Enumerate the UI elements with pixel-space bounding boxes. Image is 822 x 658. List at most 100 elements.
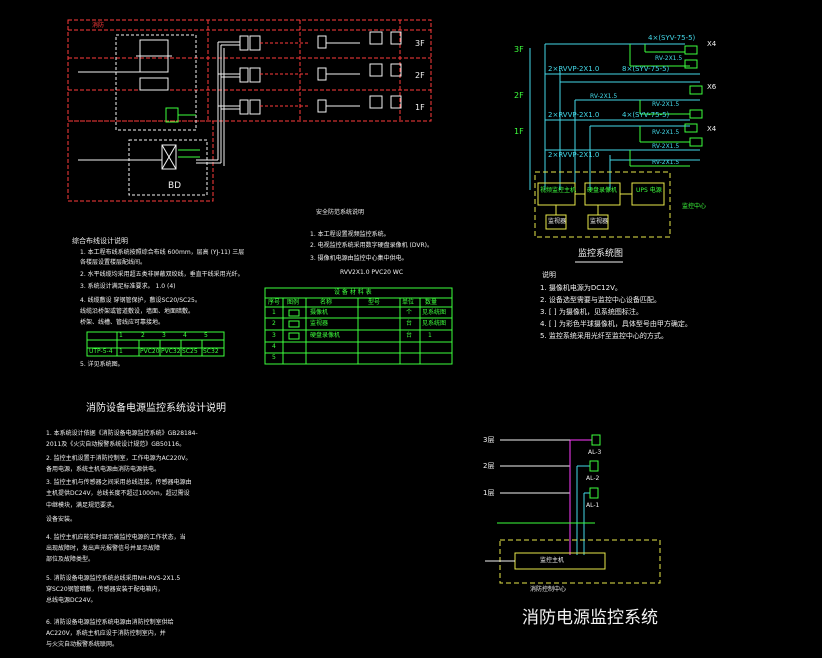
monitor-center-box: 硬盘录像机 [587, 187, 618, 194]
power-host: 监控主机 [540, 557, 565, 564]
notes-table-head: 2 [141, 332, 145, 339]
notes-table-cell: UTP-5-4 [89, 348, 113, 355]
design-line: 部位及故障类型。 [46, 556, 95, 563]
notes-left-line: 各楼层设置楼层配线间。 [80, 259, 147, 266]
equipment-table-col: 序号 [268, 299, 281, 306]
monitor-bottom-box: 监视器 [548, 218, 567, 225]
monitor-cable-label: 8×(SYV-75-5) [622, 65, 670, 73]
riser-bd-label: BD [168, 181, 182, 191]
equipment-table-col: 名称 [320, 299, 333, 306]
riser-floor-3f: 3F [415, 39, 425, 48]
notes-left-title: 综合布线设计说明 [72, 237, 128, 245]
monitor-center-box: 视频监控主机 [540, 187, 577, 194]
design-line: 与火灾自动报警系统联网。 [46, 641, 119, 648]
monitor-x-label: X4 [707, 125, 717, 133]
notes-table-head: 1 [119, 332, 123, 339]
notes-table-cell: SC25 [182, 348, 198, 355]
legend-line: 1. 本工程设置视频监控系统。 [310, 231, 390, 238]
equipment-row-qty: 1 [428, 332, 432, 339]
design-line: 3. 监控主机与传感器之间采用总线连接，传感器电源由 [46, 479, 192, 486]
monitor-cable-label: 2×RVVP-2X1.0 [548, 111, 600, 119]
monitor-short-cable: RV-2X1.5 [652, 129, 680, 136]
monitor-title: 监控系统图 [578, 249, 624, 259]
equipment-row-num: 2 [272, 320, 276, 327]
design-line: 主机提供DC24V，总线长度不超过1000m，超过需设 [46, 490, 190, 497]
monitor-short-cable: RV-2X1.5 [652, 101, 680, 108]
notes-table-lines [86, 331, 225, 357]
monitor-note: 1. 摄像机电源为DC12V。 [540, 284, 622, 292]
equipment-row-num: 1 [272, 309, 276, 316]
design-line: AC220V，系统主机应设于消防控制室内，并 [46, 630, 166, 637]
design-line: 备用电源，系统主机电源由消防电源供电。 [46, 466, 161, 473]
monitor-floor-1f: 1F [514, 127, 524, 136]
equipment-table-col: 单位 [402, 299, 415, 306]
monitor-note: 4. [ ] 为彩色半球摄像机，具体型号由甲方确定。 [540, 320, 692, 328]
design-line: 4. 监控主机应能实时显示被监控电源的工作状态，当 [46, 534, 186, 541]
legend-title: 安全防范系统说明 [316, 209, 365, 216]
power-floor-3: 3层 [483, 436, 495, 444]
equipment-table-lines [264, 287, 453, 365]
notes-left-line: 线缆沿桥架或管道敷设，墙面、地面暗敷。 [80, 308, 195, 315]
equipment-row-num: 5 [272, 354, 276, 361]
equipment-row-name: 监视器 [310, 320, 329, 327]
monitor-short-cable: RV-2X1.5 [652, 159, 680, 166]
riser-floor-1f: 1F [415, 103, 425, 112]
notes-table-head: 3 [162, 332, 166, 339]
riser-diagram [67, 19, 432, 202]
design-line: 穿SC20钢管暗敷，传感器安装于配电箱内， [46, 586, 164, 593]
power-title: 消防电源监控系统 [522, 608, 658, 628]
legend-cable-note: RVV2X1.0 PVC20 WC [340, 269, 404, 276]
monitor-cable-label: 2×RVVP-2X1.0 [548, 65, 600, 73]
equipment-row-name: 硬盘录像机 [310, 332, 341, 339]
monitor-x-label: X6 [707, 83, 717, 91]
design-line: 2011及《火灾自动报警系统设计规范》GB50116。 [46, 441, 186, 448]
design-line: 设备安装。 [46, 516, 77, 523]
equipment-row-num: 4 [272, 343, 276, 350]
notes-left-line: 4. 线缆敷设 穿钢管保护，敷设SC20/SC25。 [80, 297, 201, 304]
equipment-row-unit: 台 [406, 320, 413, 327]
equipment-row-unit: 个 [406, 309, 413, 316]
equipment-row-qty: 见系统图 [422, 320, 447, 327]
power-floor-2: 2层 [483, 462, 495, 470]
power-diagram [485, 434, 661, 584]
legend-line: 3. 摄像机电源由监控中心集中供电。 [310, 255, 408, 262]
design-line: 5. 消防设备电源监控系统总线采用NH-RVS-2X1.5 [46, 575, 181, 582]
equipment-row-name: 摄像机 [310, 309, 329, 316]
monitor-diagram [529, 43, 703, 263]
design-title: 消防设备电源监控系统设计说明 [86, 403, 226, 414]
legend-line: 2. 电视监控系统采用数字硬盘录像机 (DVR)。 [310, 242, 434, 249]
design-line: 出现故障时，发出声光报警信号并显示故障 [46, 545, 161, 552]
monitor-note: 3. [ ] 为摄像机，见系统图标注。 [540, 308, 643, 316]
monitor-floor-3f: 3F [514, 45, 524, 54]
notes-left-line: 桥架、线槽、管线应可靠接地。 [80, 319, 165, 326]
notes-left-footer: 5. 详见系统图。 [80, 361, 124, 368]
monitor-cable-label: 2×RVVP-2X1.0 [548, 151, 600, 159]
design-line: 6. 消防设备电源监控系统电源由消防控制室供给 [46, 619, 174, 626]
notes-table-cell: SC32 [203, 348, 219, 355]
power-floor-1: 1层 [483, 489, 495, 497]
equipment-row-qty: 见系统图 [422, 309, 447, 316]
notes-table-head: 5 [204, 332, 208, 339]
notes-left-line: 3. 系统设计满足标准要求。 1.0 (4) [80, 283, 176, 290]
monitor-short-cable: RV-2X1.5 [655, 55, 683, 62]
equipment-table-col: 数量 [425, 299, 438, 306]
monitor-floor-2f: 2F [514, 91, 524, 100]
equipment-row-num: 3 [272, 332, 276, 339]
notes-table-cell: PVC32 [161, 348, 181, 355]
design-line: 1. 本系统设计依据《消防设备电源监控系统》GB28184- [46, 430, 198, 437]
monitor-short-cable: RV-2X1.5 [590, 93, 618, 100]
monitor-cable-label: 4×(SYV-75-5) [622, 111, 670, 119]
notes-left-line: 2. 水平线缆均采用超五类非屏蔽双绞线，垂直干线采用光纤。 [80, 271, 244, 278]
monitor-note: 5. 监控系统采用光纤至监控中心的方式。 [540, 332, 668, 340]
monitor-bottom-box: 监视器 [590, 218, 609, 225]
riser-header-left: 消防 [92, 22, 105, 29]
monitor-center-label: 监控中心 [682, 203, 707, 210]
notes-left-line: 1. 本工程布线系统按照综合布线 600mm，层高 (YJ-11) 三层 [80, 249, 245, 256]
notes-table-cell: PVC20 [140, 348, 160, 355]
monitor-note: 2. 设备选型需要与监控中心设备匹配。 [540, 296, 661, 304]
monitor-notes-title: 说明 [542, 271, 556, 279]
design-line: 中继模块，满足规范要求。 [46, 502, 119, 509]
equipment-table-title: 设 备 材 料 表 [334, 289, 372, 296]
